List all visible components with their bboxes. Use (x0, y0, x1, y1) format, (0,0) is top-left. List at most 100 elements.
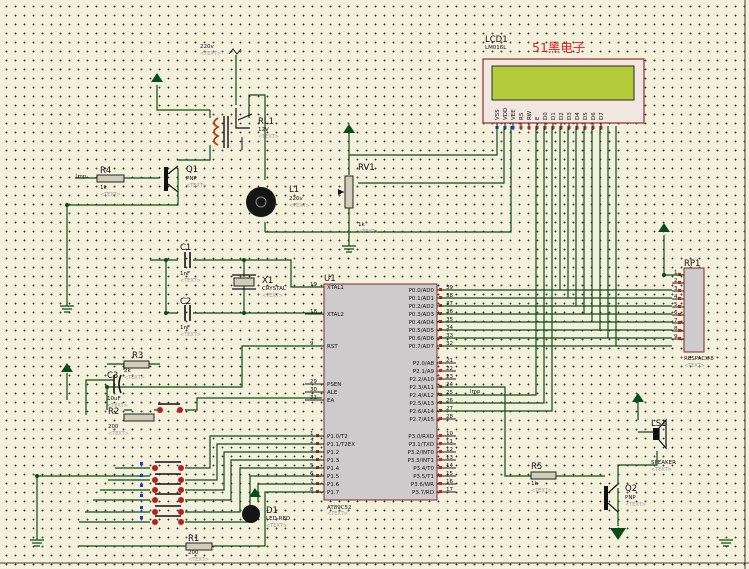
mcu-pin-name: XTAL2 (327, 312, 344, 318)
mcu-pin-number: 16 (446, 479, 453, 485)
q1-ref: Q1 (186, 165, 198, 175)
resistor-r4[interactable]: R4 1k <TEXT> lmp (76, 166, 125, 198)
mcu-pin-name: P3.7/RD (412, 490, 434, 496)
mcu-pin-number: 17 (446, 487, 453, 493)
rp1-model: RESPACK-8 (684, 356, 714, 362)
rv1-text: <TEXT> (358, 229, 379, 235)
button-contact (178, 497, 184, 503)
mcu-pin-name: P3.4/T0 (413, 466, 434, 472)
speaker-ls1[interactable]: LS1 SPEAKER <TEXT> (651, 418, 676, 473)
r2-value: 200 (108, 424, 119, 430)
ground-symbols (30, 245, 733, 547)
net-label-lmp-2: lmp (470, 389, 481, 395)
l1-value: 220v (289, 196, 303, 202)
lamp-l1[interactable]: L1 220v <TEXT> (246, 185, 310, 217)
rp1-pin-number: 4 (674, 294, 678, 300)
mcu-pin-number: 14 (446, 463, 453, 469)
mcu-pin-number: 5 (310, 463, 314, 469)
wire-net (36, 55, 684, 547)
r3-value: 2k (124, 368, 131, 374)
mcu-pin-number: 27 (446, 406, 453, 412)
crystal-x1[interactable]: X1 CRYSTAL <TEXT> (232, 274, 287, 299)
button-contact (178, 487, 184, 493)
push-button-6[interactable] (140, 515, 184, 525)
mcu-pin-name: EA (327, 398, 334, 404)
push-button-4[interactable] (140, 493, 184, 503)
r5-ref: R5 (531, 462, 542, 472)
lcd-pin-marker (559, 126, 563, 129)
transistor-q2[interactable]: Q2 PNP <TEXT> (604, 483, 646, 513)
resistor-r2[interactable]: R2 200 <TEXT> (108, 407, 155, 437)
relay-rl1[interactable]: RL1 12V <TEXT> (213, 108, 279, 150)
mcu-pin-name: P3.5/T1 (413, 474, 434, 480)
mcu-pin-number: 39 (446, 285, 453, 291)
push-button-3[interactable] (140, 483, 184, 493)
reset-button[interactable] (157, 403, 183, 413)
mcu-pin-name: P3.6/WR (411, 482, 434, 488)
mcu-pin-name: P3.1/TXD (409, 442, 434, 448)
c1-text: <TEXT> (180, 278, 201, 284)
mcu-pin-marker (439, 474, 442, 477)
r1-ref: R1 (188, 534, 199, 544)
mcu-pin-number: 33 (446, 333, 453, 339)
lcd-pin-marker (503, 126, 507, 129)
lcd-pin-label: D0 (543, 112, 549, 120)
transistor-q1[interactable]: Q1 PNP <TEXT> (164, 165, 207, 193)
capacitor-c1[interactable]: C1 1nF <TEXT> (180, 243, 201, 284)
push-button-5[interactable] (140, 505, 184, 515)
p1-button-group[interactable] (140, 461, 184, 525)
resistor-r3[interactable]: R3 2k <TEXT> (123, 351, 150, 381)
mcu-pin-name: P2.5/A13 (409, 401, 434, 407)
lcd-pin-label: VDD (503, 108, 509, 120)
q2-text: <TEXT> (625, 502, 646, 508)
capacitor-c3[interactable]: C3 10uF <TEXT> (107, 371, 128, 409)
mcu-pin-name: P1.7 (327, 490, 340, 496)
rp1-pin-marker (678, 313, 681, 316)
button-marker (140, 462, 143, 465)
lcd-pin-label: RW (527, 110, 533, 120)
mcu-pin-number: 4 (310, 455, 314, 461)
button-contact (178, 509, 184, 515)
mcu-pin-name: P0.3/AD3 (409, 312, 435, 318)
resistor-r5[interactable]: R5 1k <TEXT> lmp (470, 389, 557, 494)
button-contact (152, 465, 158, 471)
mcu-pin-name: ALE (327, 390, 338, 396)
potentiometer-rv1[interactable]: RV1 1k <TEXT> (338, 163, 379, 235)
lcd-pin-marker (527, 126, 531, 129)
mcu-text: <TEXT> (327, 511, 348, 517)
mcu-pin-name: P2.6/A14 (409, 409, 434, 415)
button-contact (152, 509, 158, 515)
mcu-pin-number: 24 (446, 382, 453, 388)
d1-value: LED-RED (266, 516, 290, 522)
lcd-pin-marker (583, 126, 587, 129)
ac-source[interactable]: 220v <TEXT> (200, 44, 242, 57)
push-button-1[interactable] (140, 461, 184, 471)
c3-text: <TEXT> (107, 403, 128, 409)
c3-value: 10uF (107, 396, 121, 402)
mcu-pin-name: P1.4 (327, 466, 340, 472)
rp1-pin-marker (678, 305, 681, 308)
mcu-pin-name: P0.0/AD0 (409, 288, 435, 294)
mcu-pin-number: 28 (446, 414, 453, 420)
mcu-pin-name: P3.0/RXD (408, 434, 434, 440)
push-button-2[interactable] (140, 473, 184, 483)
button-marker (140, 484, 143, 487)
c2-value: 1nF (180, 325, 190, 331)
lcd-pin-marker (591, 126, 595, 129)
rl1-ref: RL1 (258, 117, 274, 127)
rp1-pin-number: 5 (674, 302, 678, 308)
ls1-text: <TEXT> (651, 467, 672, 473)
led-d1[interactable]: D1 LED-RED <TEXT> (242, 505, 290, 529)
rp1-pin-number: 8 (674, 326, 678, 332)
resistor-r1[interactable]: R1 200 <TEXT> (185, 534, 213, 563)
x1-value: CRYSTAL (262, 286, 287, 292)
lcd-pin-marker (567, 126, 571, 129)
r4-text: <TEXT> (100, 192, 121, 198)
rp1-pin-marker (678, 329, 681, 332)
lcd-pin-label: D7 (599, 112, 605, 120)
capacitor-c2[interactable]: C2 1nF <TEXT> (180, 297, 201, 338)
